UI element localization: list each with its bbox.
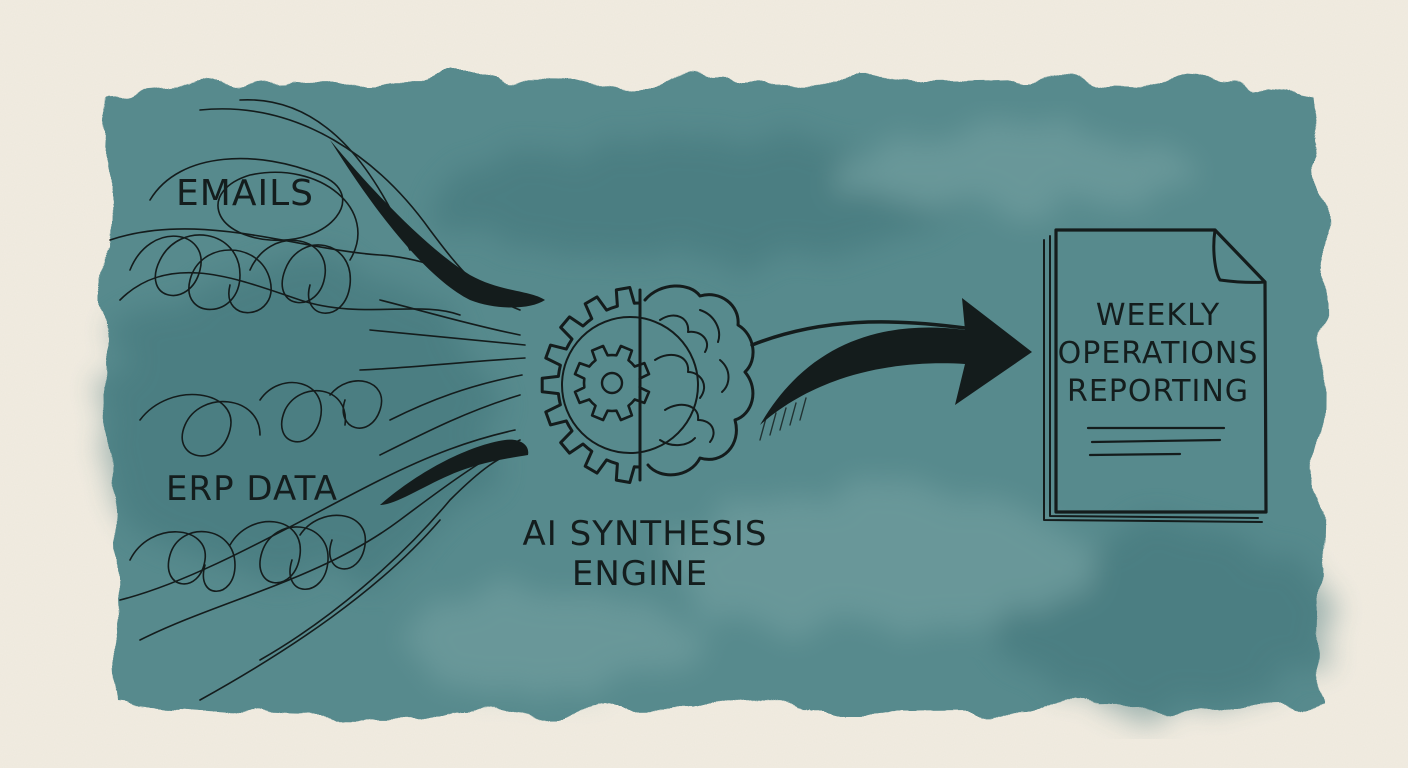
- gear-brain-icon: [540, 284, 755, 484]
- source-label-emails: EMAILS: [176, 173, 314, 214]
- document-icon: [1043, 228, 1268, 523]
- report-title-line1: WEEKLY: [1096, 298, 1220, 333]
- ink-streaks: [330, 140, 545, 505]
- source-label-erp: ERP DATA: [166, 469, 338, 509]
- report-title-line3: REPORTING: [1067, 374, 1249, 409]
- engine-label-line2: ENGINE: [572, 554, 708, 594]
- engine-label-line1: AI SYNTHESIS: [523, 514, 768, 554]
- report-title-line2: OPERATIONS: [1058, 336, 1259, 371]
- curved-arrow-icon: [750, 298, 1032, 441]
